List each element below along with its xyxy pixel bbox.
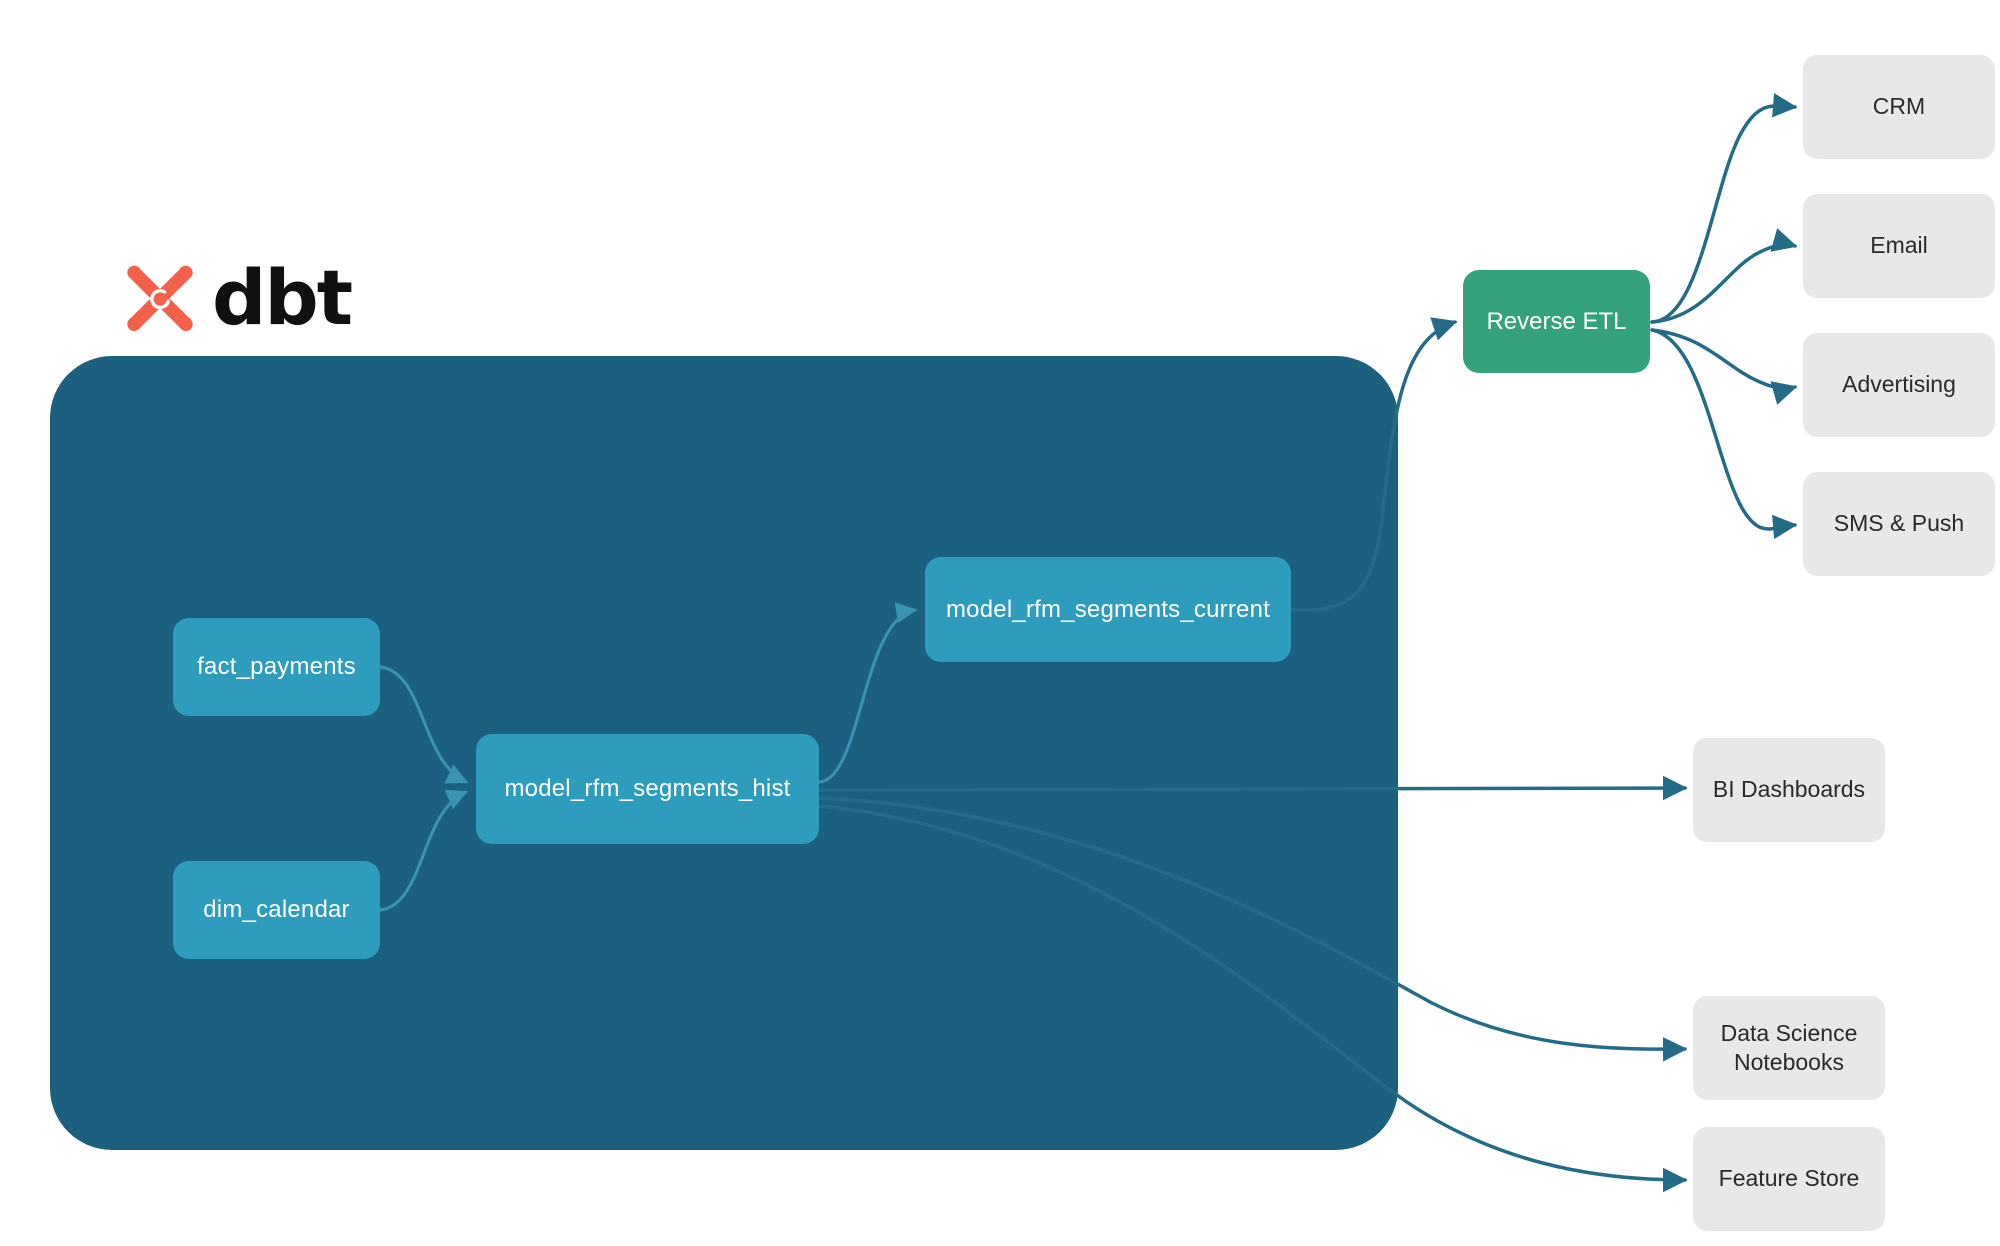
node-model-rfm-segments-current[interactable]: model_rfm_segments_current bbox=[925, 557, 1291, 662]
ds-notebooks-line-1: Data Science bbox=[1720, 1019, 1858, 1046]
node-feature-store[interactable]: Feature Store bbox=[1693, 1127, 1885, 1231]
node-advertising[interactable]: Advertising bbox=[1803, 333, 1995, 437]
node-dim-calendar[interactable]: dim_calendar bbox=[173, 861, 380, 959]
edge-reverse-etl-to-sms-push bbox=[1650, 328, 1798, 540]
node-model-rfm-segments-hist[interactable]: model_rfm_segments_hist bbox=[476, 734, 819, 844]
edge-reverse-etl-to-email bbox=[1650, 228, 1798, 324]
edge-reverse-etl-to-crm bbox=[1650, 93, 1798, 324]
dbt-logo-mark bbox=[127, 265, 193, 332]
node-bi-dashboards[interactable]: BI Dashboards bbox=[1693, 738, 1885, 842]
dbt-logo: dbt bbox=[122, 252, 353, 344]
dbt-wordmark: dbt bbox=[212, 253, 353, 342]
node-fact-payments[interactable]: fact_payments bbox=[173, 618, 380, 716]
node-reverse-etl[interactable]: Reverse ETL bbox=[1463, 270, 1650, 373]
node-sms-push[interactable]: SMS & Push bbox=[1803, 472, 1995, 576]
node-email[interactable]: Email bbox=[1803, 194, 1995, 298]
node-data-science-notebooks[interactable]: Data Science Notebooks bbox=[1693, 996, 1885, 1100]
ds-notebooks-line-2: Notebooks bbox=[1734, 1049, 1844, 1075]
edge-reverse-etl-to-advertising bbox=[1650, 328, 1798, 405]
node-crm[interactable]: CRM bbox=[1803, 55, 1995, 159]
